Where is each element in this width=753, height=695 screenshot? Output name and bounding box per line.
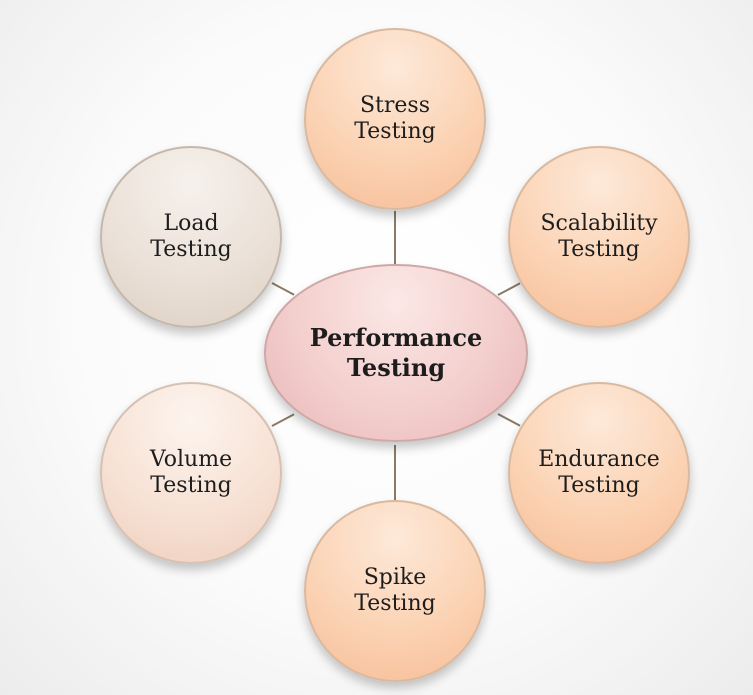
node-endurance-testing: Endurance Testing xyxy=(508,382,690,564)
connector-volume xyxy=(271,413,295,427)
node-label-line1: Spike xyxy=(363,565,427,590)
node-label-line1: Stress xyxy=(359,93,431,118)
node-spike-testing: Spike Testing xyxy=(304,500,486,682)
connector-scalability xyxy=(497,282,521,296)
connector-stress xyxy=(394,211,396,267)
node-scalability-testing: Scalability Testing xyxy=(508,146,690,328)
node-label-line2: Testing xyxy=(558,237,640,262)
connector-load xyxy=(271,282,295,296)
node-label-line1: Endurance xyxy=(538,447,660,472)
node-label-line1: Scalability xyxy=(540,211,658,236)
center-node-performance-testing: Performance Testing xyxy=(264,264,528,442)
connector-spike xyxy=(394,445,396,501)
node-label-line2: Testing xyxy=(150,237,232,262)
node-label-line1: Volume xyxy=(149,447,233,472)
node-label-line2: Testing xyxy=(558,473,640,498)
node-label-line1: Load xyxy=(163,211,219,236)
node-label-line2: Testing xyxy=(150,473,232,498)
center-node-line2: Testing xyxy=(346,353,446,382)
node-label-line2: Testing xyxy=(354,591,436,616)
center-node-line1: Performance xyxy=(309,323,483,352)
node-load-testing: Load Testing xyxy=(100,146,282,328)
connector-endurance xyxy=(497,413,521,427)
node-volume-testing: Volume Testing xyxy=(100,382,282,564)
node-stress-testing: Stress Testing xyxy=(304,28,486,210)
node-label-line2: Testing xyxy=(354,119,436,144)
